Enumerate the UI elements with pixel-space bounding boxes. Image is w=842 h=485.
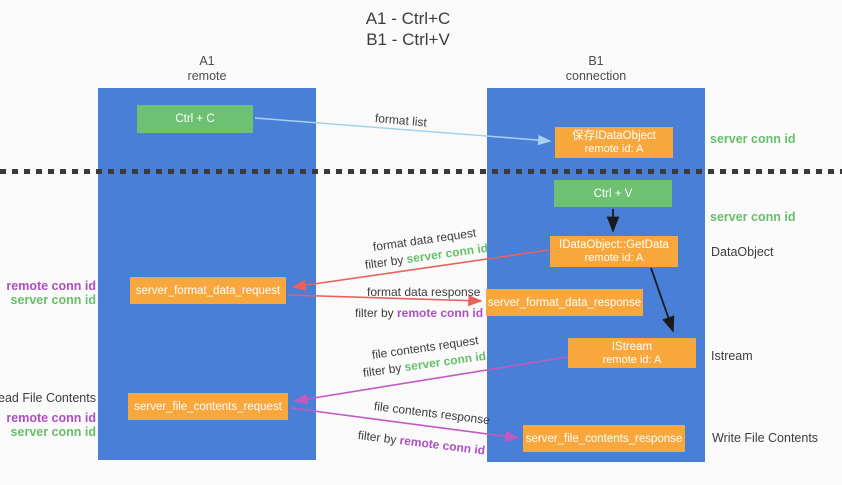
side-label-write-file-contents: Write File Contents [712, 431, 819, 445]
remote-conn-id-text: remote conn id [398, 433, 486, 458]
side-label-server-conn-id-top: server conn id [710, 132, 796, 146]
title-line-2: B1 - Ctrl+V [366, 30, 450, 49]
side-label-dataobject: DataObject [711, 245, 774, 259]
node-file-contents-response-label: server_file_contents_response [525, 432, 683, 445]
node-server-format-data-response: server_format_data_response [486, 289, 643, 316]
lane-b1-name: B1 [588, 54, 604, 68]
side-label-server-conn-id-lower: server conn id [10, 425, 96, 439]
title-line-1: A1 - Ctrl+C [365, 9, 451, 28]
node-ctrl-c: Ctrl + C [137, 105, 253, 133]
node-istream-line1: IStream [611, 340, 653, 353]
node-save-idataobject-line2: remote id: A [584, 143, 644, 155]
filter-by-text: filter by [362, 360, 406, 380]
node-getdata-line2: remote id: A [584, 252, 644, 264]
node-format-data-request-label: server_format_data_request [135, 284, 281, 297]
side-label-server-conn-id-upper: server conn id [10, 293, 96, 307]
edge-label-filter-format-response: filter by remote conn id [355, 306, 483, 320]
edge-label-filter-file-response: filter by remote conn id [357, 428, 486, 457]
remote-conn-id-text: remote conn id [397, 306, 484, 320]
edge-label-file-contents-response: file contents response [373, 399, 491, 428]
node-format-data-response-label: server_format_data_response [487, 296, 642, 309]
node-save-idataobject-line1: 保存IDataObject [572, 130, 656, 142]
filter-by-text: filter by [357, 428, 401, 448]
filter-by-text: filter by [364, 252, 408, 272]
edge-label-format-data-response: format data response [367, 285, 481, 299]
node-server-format-data-request: server_format_data_request [130, 277, 286, 304]
lane-b1-sub: connection [565, 69, 627, 83]
session-divider-dotted-line [0, 169, 842, 174]
node-file-contents-request-label: server_file_contents_request [134, 400, 282, 413]
node-istream-line2: remote id: A [602, 353, 662, 366]
node-ctrl-v: Ctrl + V [554, 180, 672, 207]
lane-header-a1: A1 remote [98, 54, 316, 84]
node-getdata-line1: IDataObject::GetData [559, 239, 669, 251]
node-istream: IStream remote id: A [568, 338, 696, 368]
node-idataobject-getdata: IDataObject::GetData remote id: A [550, 236, 678, 267]
node-server-file-contents-request: server_file_contents_request [128, 393, 288, 420]
lane-header-b1: B1 connection [487, 54, 705, 84]
side-label-read-file-contents: Read File Contents [0, 391, 96, 405]
filter-by-text: filter by [355, 306, 398, 320]
edge-label-format-list: format list [374, 111, 428, 130]
side-label-istream: Istream [711, 349, 753, 363]
diagram-title: A1 - Ctrl+C B1 - Ctrl+V [308, 8, 508, 50]
lane-a1-sub: remote [187, 69, 227, 83]
lane-a1-name: A1 [199, 54, 215, 68]
node-ctrl-c-label: Ctrl + C [175, 113, 215, 125]
node-save-idataobject: 保存IDataObject remote id: A [555, 127, 673, 158]
side-label-server-conn-id-mid: server conn id [710, 210, 796, 224]
node-server-file-contents-response: server_file_contents_response [523, 425, 685, 452]
side-label-remote-conn-id-upper: remote conn id [6, 279, 96, 293]
node-ctrl-v-label: Ctrl + V [593, 187, 633, 200]
side-label-remote-conn-id-lower: remote conn id [6, 411, 96, 425]
